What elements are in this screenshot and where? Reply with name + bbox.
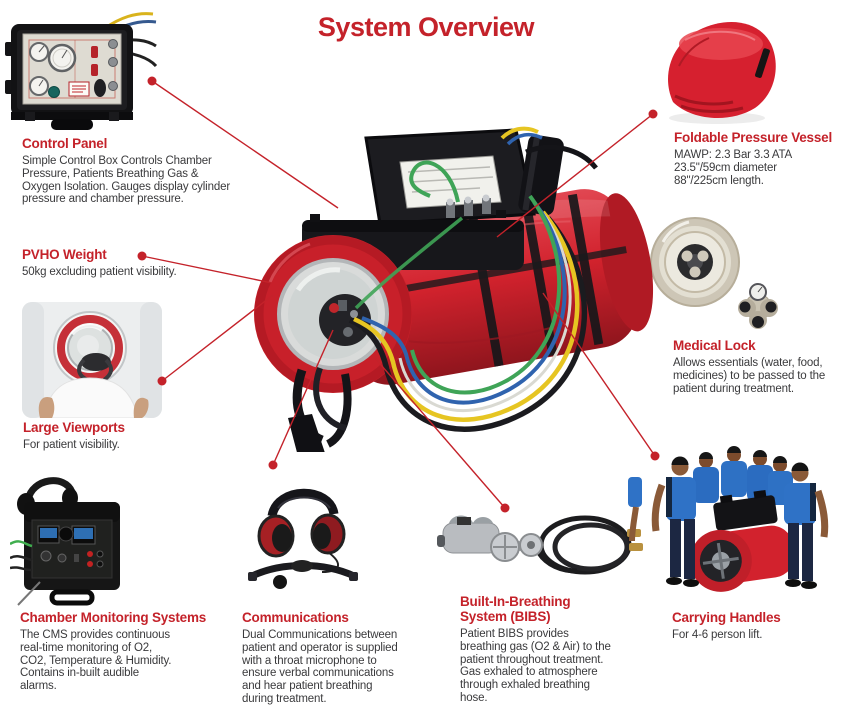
foldable-vessel-photo	[668, 21, 776, 124]
foldable-vessel-desc-line: 23.5"/59cm diameter	[674, 161, 777, 174]
cms-photo	[10, 477, 120, 606]
section-foldable-vessel: Foldable Pressure Vessel MAWP: 2.3 Bar 3…	[674, 130, 832, 187]
section-medical-lock: Medical Lock Allows essentials (water, f…	[673, 338, 825, 395]
bibs-desc-line: patient throughout treatment.	[460, 653, 604, 666]
communications-desc-line: patient and operator is supplied	[242, 641, 398, 654]
communications-desc-line: Dual Communications between	[242, 629, 398, 641]
foldable-vessel-title: Foldable Pressure Vessel	[674, 130, 833, 145]
large-viewports-desc-line: For patient visibility.	[23, 439, 120, 451]
bibs-title-line: Built-In-Breathing	[460, 594, 571, 609]
front-left-person	[651, 456, 699, 587]
bibs-desc-line: hose.	[460, 691, 488, 704]
bibs-desc-line: Patient BIBS provides	[460, 628, 569, 640]
cms-title: Chamber Monitoring Systems	[20, 610, 207, 625]
large-viewports-title: Large Viewports	[23, 420, 125, 435]
pvho-weight-desc-line: 50kg excluding patient visibility.	[22, 266, 177, 278]
medical-lock-desc-line: medicines) to be passed to the	[673, 369, 826, 382]
section-pvho-weight: PVHO Weight 50kg excluding patient visib…	[22, 247, 177, 279]
carrying-handles-desc-line: For 4-6 person lift.	[672, 629, 763, 641]
control-panel-desc-line: Simple Control Box Controls Chamber	[22, 155, 212, 167]
cms-desc-line: The CMS provides continuous	[20, 629, 170, 641]
medical-lock-title: Medical Lock	[673, 338, 756, 353]
cms-desc-line: alarms.	[20, 680, 57, 693]
main-chamber-photo	[254, 126, 654, 452]
control-panel-desc-line: Pressure, Patients Breathing Gas &	[22, 167, 199, 180]
control-panel-desc-line: pressure and chamber pressure.	[22, 193, 184, 206]
section-bibs: Built-In-Breathing System (BIBS) Patient…	[460, 594, 611, 705]
section-communications: Communications Dual Communications betwe…	[242, 610, 398, 706]
front-right-person	[784, 462, 829, 589]
carried-chamber	[689, 489, 795, 592]
cms-desc-line: real-time monitoring of O2,	[20, 641, 153, 654]
bibs-desc-line: breathing gas (O2 & Air) to the	[460, 640, 611, 653]
foldable-vessel-desc-line: MAWP: 2.3 Bar 3.3 ATA	[674, 149, 793, 161]
communications-photo	[248, 488, 358, 589]
section-large-viewports: Large Viewports For patient visibility.	[23, 420, 125, 452]
page-title: System Overview	[317, 12, 535, 42]
medical-lock-photo	[650, 217, 778, 329]
communications-desc-line: and hear patient breathing	[242, 680, 373, 693]
bibs-title-line: System (BIBS)	[460, 609, 551, 624]
viewport-photo	[22, 302, 162, 418]
medical-lock-desc-line: Allows essentials (water, food,	[673, 357, 823, 369]
communications-title: Communications	[242, 610, 349, 625]
control-panel-photo	[5, 12, 157, 130]
cms-desc-line: CO2, Temperature & Humidity.	[20, 654, 172, 667]
section-carrying-handles: Carrying Handles For 4-6 person lift.	[672, 610, 781, 642]
pvho-weight-title: PVHO Weight	[22, 247, 107, 262]
communications-desc-line: ensure verbal communications	[242, 667, 394, 680]
communications-desc-line: with a throat microphone to	[242, 654, 377, 667]
medical-lock-desc-line: patient during treatment.	[673, 382, 794, 395]
control-panel-desc-line: Oxygen Isolation. Gauges display cylinde…	[22, 180, 230, 193]
control-panel-title: Control Panel	[22, 136, 108, 151]
connector-dot-communications	[268, 460, 278, 470]
section-control-panel: Control Panel Simple Control Box Control…	[22, 136, 230, 206]
communications-desc-line: during treatment.	[242, 692, 327, 705]
cms-desc-line: Contains in-built audible	[20, 667, 139, 680]
carrying-handles-photo	[628, 446, 829, 592]
section-cms: Chamber Monitoring Systems The CMS provi…	[20, 610, 206, 693]
bibs-desc-line: through exhaled breathing	[460, 679, 590, 692]
carrying-handles-title: Carrying Handles	[672, 610, 781, 625]
bibs-photo	[437, 515, 643, 575]
bibs-desc-line: Gas exhaled to atmosphere	[460, 666, 598, 679]
foldable-vessel-desc-line: 88"/225cm length.	[674, 174, 764, 187]
